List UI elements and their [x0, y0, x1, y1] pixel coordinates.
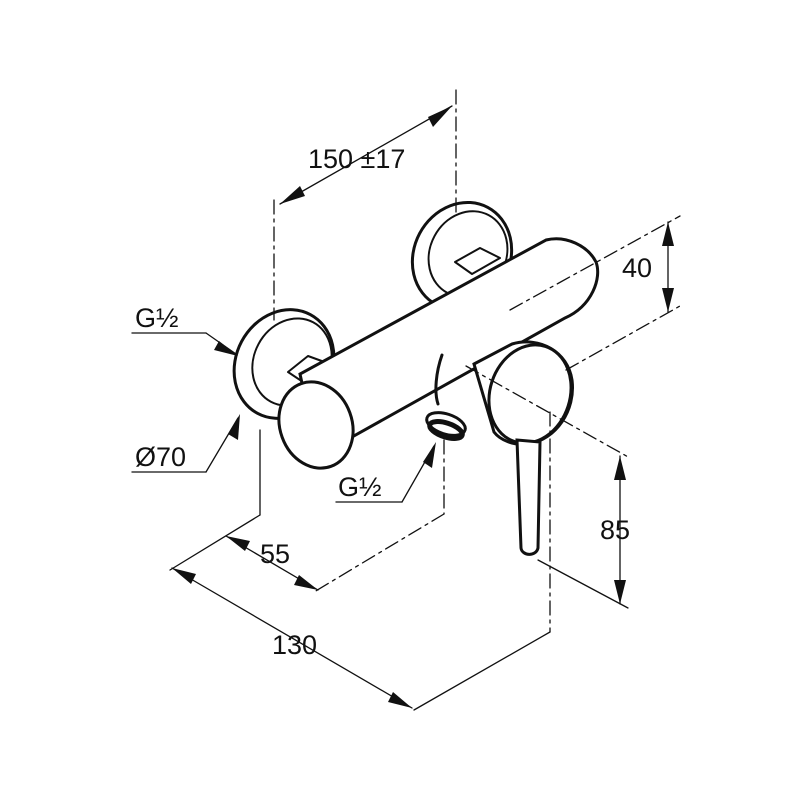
- dimension-inlet-thread: G½: [131, 303, 238, 356]
- spacing-label: 150 ±17: [308, 144, 405, 174]
- height-lever-label: 85: [600, 515, 630, 545]
- dimension-outlet-thread: G½: [335, 442, 436, 503]
- mixer-body: [277, 237, 600, 470]
- depth-55-label: 55: [260, 539, 290, 569]
- dimension-depth-55: 55: [225, 439, 445, 593]
- flange-diameter-label: Ø70: [135, 442, 186, 472]
- outlet-thread-label: G½: [338, 472, 382, 502]
- height-top-label: 40: [622, 253, 652, 283]
- lever-handle: [472, 340, 574, 556]
- dimension-depth-130: 130: [169, 411, 551, 711]
- dimension-flange-diameter: Ø70: [131, 414, 240, 473]
- dimension-spacing: 150 ±17: [273, 89, 457, 321]
- depth-130-label: 130: [272, 630, 317, 660]
- inlet-thread-label: G½: [135, 303, 179, 333]
- outlet-spout: [425, 353, 467, 441]
- dimension-height-top: 40: [509, 215, 681, 371]
- dimension-height-lever: 85: [465, 365, 631, 609]
